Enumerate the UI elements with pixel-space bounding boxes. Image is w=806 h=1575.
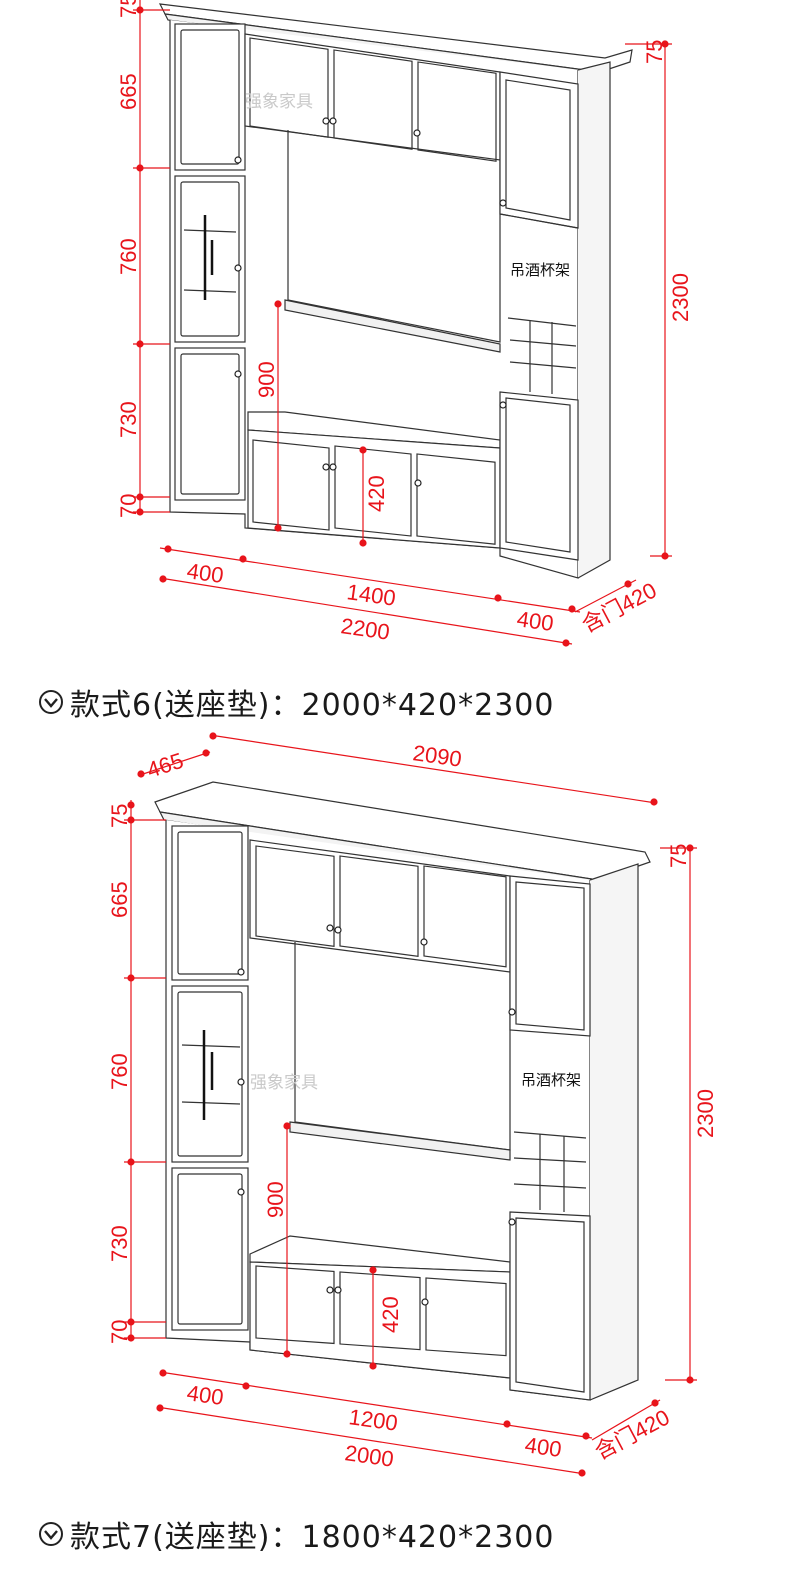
dim-total-height: 2300	[693, 1089, 718, 1138]
dim-height-665: 665	[116, 73, 141, 110]
dim-width-middle: 1200	[347, 1404, 399, 1436]
dim-right-75: 75	[666, 844, 691, 868]
dim-height-665: 665	[107, 881, 132, 918]
dim-inner-height: 900	[254, 361, 279, 398]
caption-style6: 款式6(送座垫)：2000*420*2300	[38, 680, 554, 724]
dim-height-75: 75	[116, 0, 141, 18]
watermark: 强象家具	[250, 1073, 318, 1093]
dim-width-left: 400	[185, 1380, 225, 1410]
rack-label: 吊酒杯架	[521, 1071, 581, 1089]
rack-label: 吊酒杯架	[510, 261, 570, 279]
dim-base-height: 420	[378, 1296, 403, 1333]
chevron-circle-down-icon	[39, 1522, 63, 1546]
dim-right-75: 75	[642, 40, 667, 64]
dim-width-right: 400	[515, 606, 555, 636]
chevron-circle-down-icon	[39, 690, 63, 714]
cabinet-drawing-style6	[158, 3, 633, 579]
dim-height-760: 760	[107, 1053, 132, 1090]
dim-width-left: 400	[185, 558, 225, 588]
dim-crown-left: 465	[144, 748, 187, 783]
caption-style7: 款式7(送座垫)：1800*420*2300	[38, 1512, 554, 1556]
dim-height-70: 70	[107, 1320, 132, 1344]
cabinet-drawing-style7	[154, 781, 651, 1401]
caption-text: 款式6(送座垫)：2000*420*2300	[70, 688, 555, 723]
dim-height-730: 730	[107, 1225, 132, 1262]
dim-height-730: 730	[116, 401, 141, 438]
caption-text: 款式7(送座垫)：1800*420*2300	[70, 1520, 555, 1555]
dim-total-height: 2300	[668, 273, 693, 322]
dim-base-height: 420	[364, 475, 389, 512]
dim-total-width: 2000	[343, 1440, 395, 1472]
watermark: 强象家具	[245, 92, 313, 112]
dim-inner-height: 900	[263, 1181, 288, 1218]
dim-width-right: 400	[523, 1432, 563, 1462]
dim-height-760: 760	[116, 238, 141, 275]
dim-height-70: 70	[116, 494, 141, 518]
dim-height-75: 75	[107, 804, 132, 828]
dim-depth: 含门420	[591, 1404, 674, 1464]
dim-depth: 含门420	[578, 577, 661, 637]
dim-width-middle: 1400	[345, 579, 397, 611]
dim-total-width: 2200	[339, 613, 391, 645]
